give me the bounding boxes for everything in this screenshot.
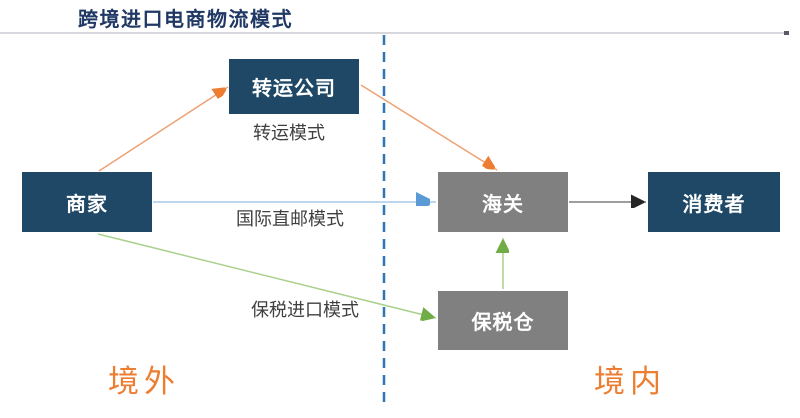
node-consumer: 消费者: [648, 172, 780, 232]
node-transfer-company: 转运公司: [229, 59, 359, 114]
edge-label-transfer-mode: 转运模式: [253, 123, 325, 143]
node-transfer-company-label: 转运公司: [252, 78, 336, 100]
node-consumer-label: 消费者: [682, 193, 746, 216]
node-merchant: 商家: [22, 172, 152, 232]
diagram-title: 跨境进口电商物流模式: [78, 7, 293, 31]
node-merchant-label: 商家: [66, 193, 108, 216]
edge-label-bonded-import-mode: 保税进口模式: [251, 300, 359, 320]
title-underline-endcap: [784, 31, 789, 35]
node-bonded-warehouse: 保税仓: [438, 291, 568, 350]
node-bonded-warehouse-label: 保税仓: [471, 312, 535, 334]
edge-transfer-to-customs: [360, 84, 498, 171]
node-customs: 海关: [438, 172, 568, 232]
edge-label-direct-mail-mode: 国际直邮模式: [236, 209, 344, 229]
node-customs-label: 海关: [482, 193, 524, 216]
title-underline: [0, 32, 786, 34]
region-label-outside-border: 境外: [108, 364, 180, 400]
edge-merchant-to-bonded-warehouse: [97, 233, 437, 318]
region-label-inside-border: 境内: [594, 364, 666, 400]
edge-merchant-to-transfer: [98, 86, 229, 172]
